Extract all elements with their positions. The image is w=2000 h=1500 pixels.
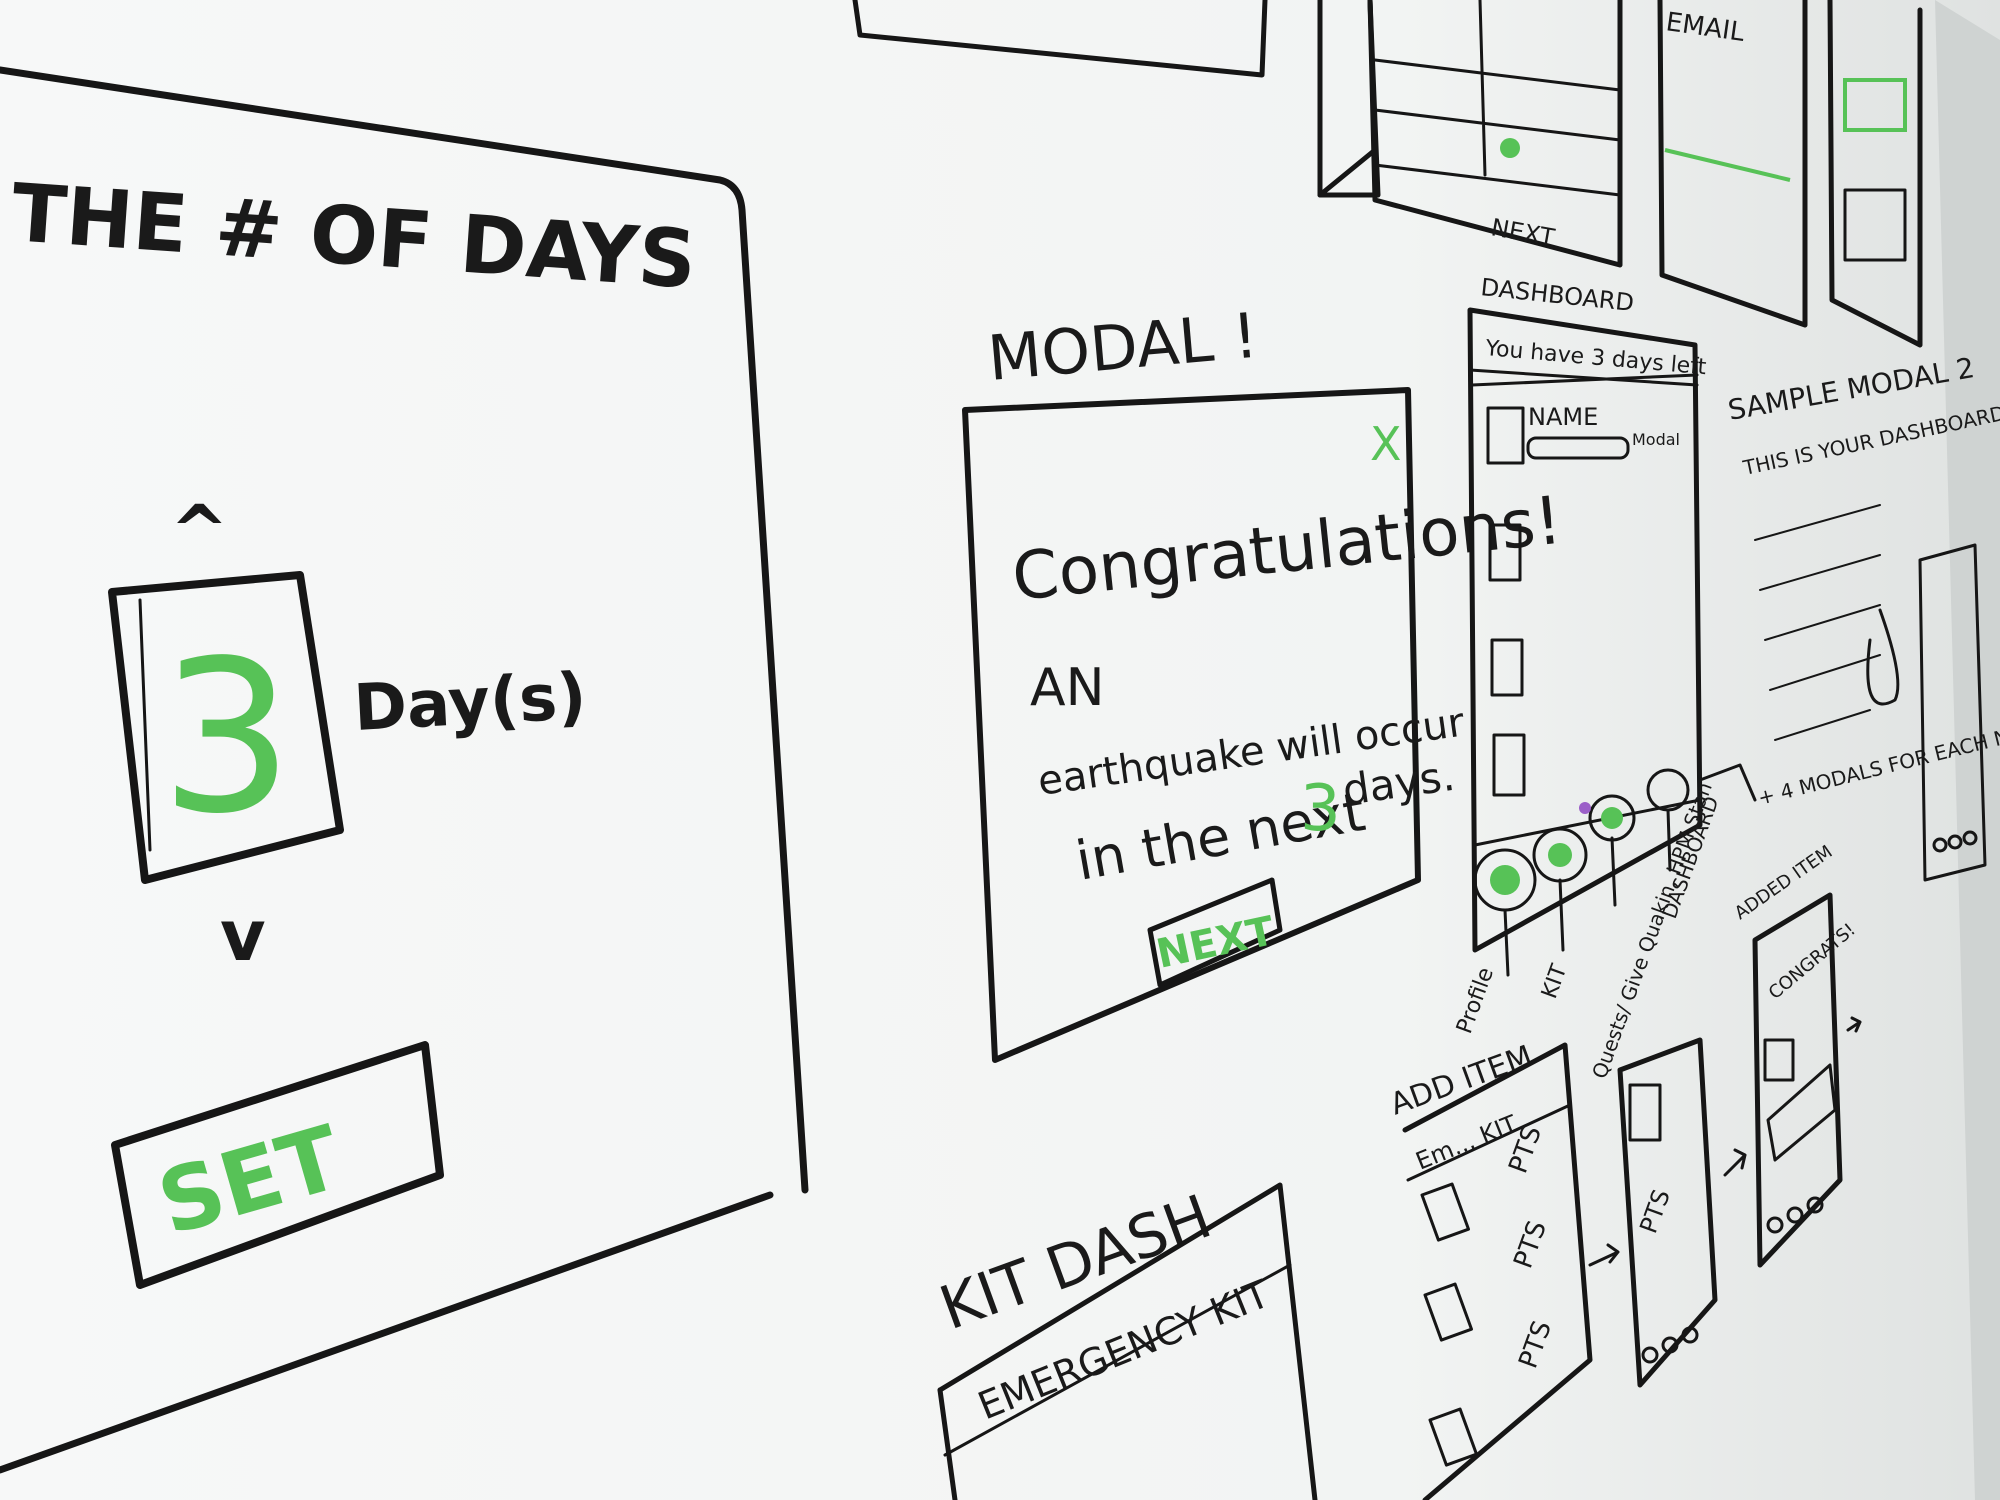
modal-line-number: 3 [1300, 772, 1341, 846]
days-value[interactable]: 3 [160, 615, 294, 860]
days-setting-screen: THE # OF DAYS ^ 3 Day(s) v SET [0, 66, 809, 1474]
modal-line-an: AN [1030, 658, 1104, 718]
dashboard-name-label: NAME [1528, 403, 1598, 431]
days-unit-label: Day(s) [352, 660, 588, 746]
increment-arrow-icon[interactable]: ^ [170, 490, 229, 572]
decrement-arrow-icon[interactable]: v [220, 895, 266, 977]
dashboard-modal-link[interactable]: Modal [1632, 430, 1680, 449]
modal-close-icon[interactable]: X [1370, 417, 1402, 471]
